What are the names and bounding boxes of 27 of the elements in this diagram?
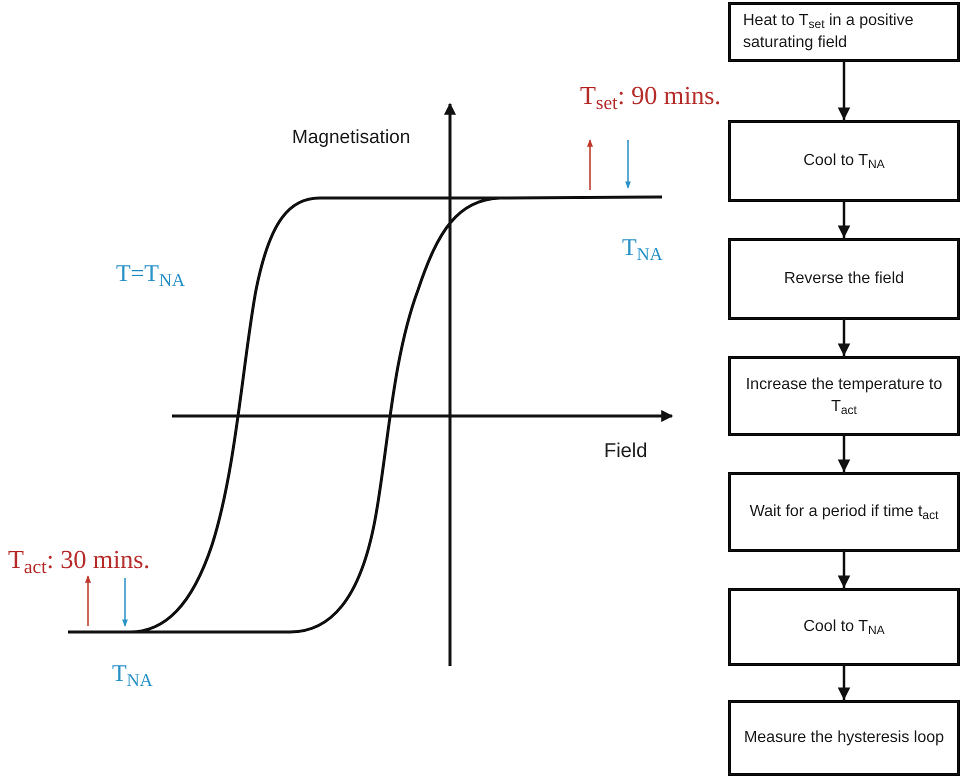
- arrow: [838, 202, 850, 238]
- step-text: Cool to T$_{NA}$: [803, 617, 885, 638]
- step-text: Cool to T$_{NA}$: [803, 151, 885, 172]
- step-text: Wait for a period if time t$_{act}$: [750, 502, 938, 523]
- arrow: [838, 552, 850, 588]
- axis-label: Field: [604, 439, 648, 464]
- arrow: [838, 666, 850, 700]
- arrow: [838, 320, 850, 356]
- step-text: Heat to T$_{set}$ in a positive saturating field: [743, 11, 914, 53]
- arrow: [838, 436, 850, 472]
- axis-label: T$_{NA}$: [112, 660, 153, 692]
- process-box: [728, 238, 960, 320]
- process-box: [728, 120, 960, 202]
- arrow: [838, 62, 850, 120]
- step-text: Reverse the field: [784, 269, 904, 289]
- axis-label: T$_{set}$: 90 mins.: [580, 80, 721, 115]
- axis-label: Magnetisation: [292, 126, 410, 150]
- axis-label: T$_{act}$: 30 mins.: [8, 544, 150, 579]
- process-box: [728, 588, 960, 666]
- axis-label: T$_{NA}$: [622, 234, 663, 266]
- process-box: [728, 472, 960, 552]
- process-box: [728, 2, 960, 62]
- step-text: Increase the temperature to T$_{act}$: [744, 375, 944, 418]
- process-box: [728, 700, 960, 776]
- axis-label: T=T$_{NA}$: [116, 260, 185, 292]
- step-text: Measure the hysteresis loop: [744, 728, 944, 748]
- process-box: [728, 356, 960, 436]
